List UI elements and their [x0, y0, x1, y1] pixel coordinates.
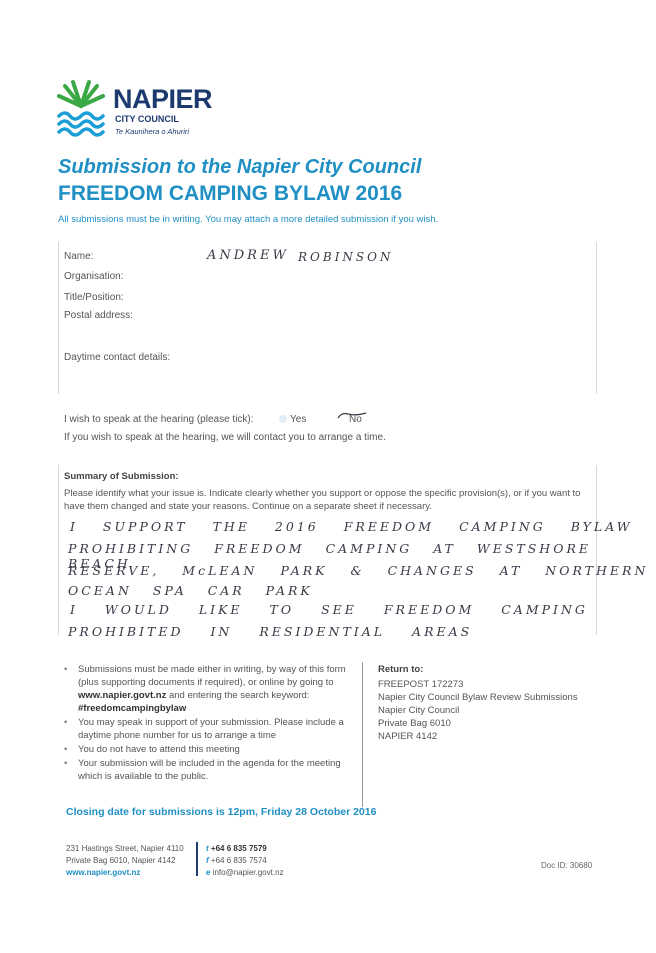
note-1-url-link[interactable]: www.napier.govt.nz — [78, 690, 167, 701]
napier-leaf-logo-icon — [57, 80, 105, 137]
summary-heading: Summary of Submission: — [64, 471, 179, 482]
closing-date: Closing date for submissions is 12pm, Fr… — [66, 806, 377, 818]
name-value-first: ANDREW — [207, 248, 289, 263]
return-to-block: Return to: FREEPOST 172273 Napier City C… — [378, 663, 578, 743]
phone-value: +64 6 835 7579 — [210, 844, 267, 853]
note-1-text-mid: and entering the search keyword: — [166, 690, 310, 701]
return-line-4: Private Bag 6010 — [378, 718, 451, 729]
summary-left-border — [58, 465, 59, 635]
email-label: e — [206, 868, 211, 877]
yes-checkbox[interactable] — [279, 415, 287, 423]
daytime-contact-label: Daytime contact details: — [64, 352, 171, 363]
note-item-1: Submissions must be made either in writi… — [64, 663, 346, 715]
summary-line-4: OCEAN SPA CAR PARK — [68, 583, 313, 598]
form-left-border — [58, 242, 59, 394]
summary-line-2: PROHIBITING FREEDOM CAMPING AT WESTSHORE… — [68, 541, 591, 571]
note-1-text: Submissions must be made either in writi… — [78, 664, 346, 688]
fax-label: f — [206, 856, 209, 865]
return-line-3: Napier City Council — [378, 705, 460, 716]
note-1-keyword: #freedomcampingbylaw — [78, 703, 187, 714]
return-heading: Return to: — [378, 664, 424, 675]
postal-address-label: Postal address: — [64, 310, 133, 321]
return-line-5: NAPIER 4142 — [378, 731, 438, 742]
footer-fax: f +64 6 835 7574 — [206, 855, 284, 867]
yes-label: Yes — [290, 414, 307, 425]
title-position-label: Title/Position: — [64, 292, 124, 303]
footer-website-link[interactable]: www.napier.govt.nz — [66, 868, 141, 877]
footer-contacts: t +64 6 835 7579 f +64 6 835 7574 e info… — [206, 843, 284, 879]
logo-maori: Te Kaunihera o Ahuriri — [115, 127, 190, 136]
fax-value: +64 6 835 7574 — [210, 856, 267, 865]
summary-line-5: I WOULD LIKE TO SEE FREEDOM CAMPING — [70, 602, 588, 617]
summary-instructions: Please identify what your issue is. Indi… — [64, 488, 581, 512]
logo-name: NAPIER — [113, 84, 213, 114]
summary-line-6: PROHIBITED IN RESIDENTIAL AREAS — [68, 624, 473, 639]
note-item-3: You do not have to attend this meeting — [64, 743, 346, 756]
return-line-1: FREEPOST 172273 — [378, 679, 464, 690]
footer-address-1: 231 Hastings Street, Napier 4110 — [66, 844, 184, 853]
email-value[interactable]: info@napier.govt.nz — [212, 868, 284, 877]
summary-right-border — [596, 465, 597, 635]
logo: NAPIER CITY COUNCIL Te Kaunihera o Ahuri… — [55, 76, 225, 140]
return-line-2: Napier City Council Bylaw Review Submiss… — [378, 692, 578, 703]
note-item-2: You may speak in support of your submiss… — [64, 716, 346, 742]
name-label: Name: — [64, 251, 94, 262]
footer-phone: t +64 6 835 7579 — [206, 843, 284, 855]
phone-label: t — [206, 844, 209, 853]
contact-note: If you wish to speak at the hearing, we … — [64, 432, 386, 443]
speak-hearing-label: I wish to speak at the hearing (please t… — [64, 414, 254, 425]
logo-sub: CITY COUNCIL — [115, 114, 179, 124]
doc-id: Doc ID: 30680 — [541, 861, 593, 870]
name-value-last: ROBINSON — [298, 250, 394, 264]
page-title-line1: Submission to the Napier City Council — [58, 156, 422, 178]
no-label: No — [349, 414, 362, 425]
notes-list: Submissions must be made either in writi… — [64, 663, 346, 784]
summary-line-3: RESERVE, McLEAN PARK & CHANGES AT NORTHE… — [68, 563, 649, 578]
form-right-border — [596, 242, 597, 394]
footer-divider — [196, 842, 198, 876]
footer-address: 231 Hastings Street, Napier 4110 Private… — [66, 843, 184, 879]
page-title-line2: FREEDOM CAMPING BYLAW 2016 — [58, 182, 403, 205]
footer-address-2: Private Bag 6010, Napier 4142 — [66, 856, 176, 865]
note-item-4: Your submission will be included in the … — [64, 757, 346, 783]
summary-line-1: I SUPPORT THE 2016 FREEDOM CAMPING BYLAW — [70, 519, 633, 534]
organisation-label: Organisation: — [64, 271, 124, 282]
no-tick-mark-icon — [337, 412, 367, 419]
footer-email: e info@napier.govt.nz — [206, 867, 284, 879]
intro-text: All submissions must be in writing. You … — [58, 214, 439, 225]
notes-divider — [362, 662, 363, 807]
